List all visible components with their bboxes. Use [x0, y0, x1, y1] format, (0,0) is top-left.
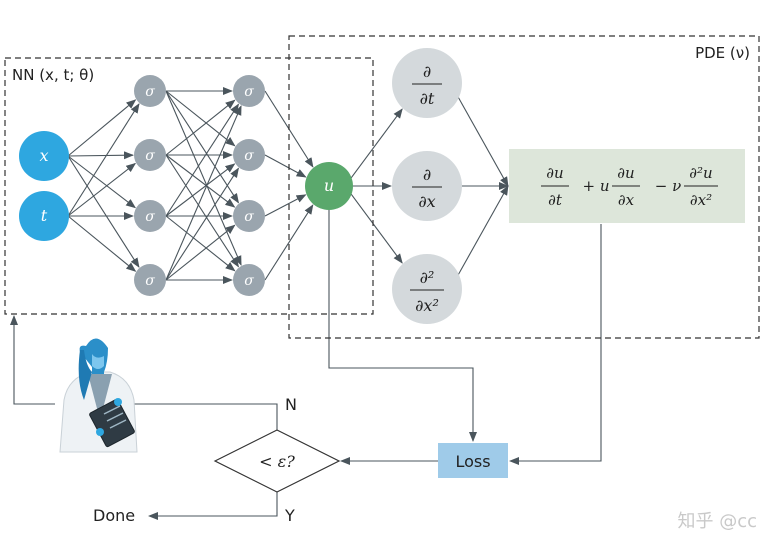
derivative-dxx-numerator: ∂² — [420, 268, 435, 287]
derivative-dt-numerator: ∂ — [423, 62, 431, 81]
nn-box-label: NN (x, t; θ) — [12, 66, 94, 84]
derivative-node-dx: ∂ ∂x — [392, 151, 462, 221]
pde-box — [288, 35, 760, 339]
eq-operator-plus-u: + u — [583, 177, 610, 195]
done-label: Done — [93, 506, 135, 525]
derivative-dxx-denominator: ∂x² — [415, 296, 439, 315]
decision-no-line — [121, 400, 278, 430]
input-node-x — [19, 131, 69, 181]
hidden-layer-1: σ σ σ σ — [134, 75, 166, 296]
eq-term1-numerator: ∂u — [546, 164, 563, 182]
hidden2-node — [233, 264, 265, 296]
decision-label: < ε? — [259, 452, 295, 471]
nn-box — [4, 57, 374, 315]
hidden1-node-label: σ — [145, 209, 155, 225]
hidden1-node — [134, 200, 166, 232]
watermark: 知乎 @cc — [677, 511, 757, 532]
output-to-derivative-connection — [348, 190, 403, 264]
hidden1-to-hidden2-connection — [165, 105, 242, 281]
output-node-u-label: u — [324, 176, 334, 195]
hidden1-node — [134, 75, 166, 107]
hidden2-node — [233, 75, 265, 107]
hidden2-node-label: σ — [244, 84, 254, 100]
hidden1-to-hidden2-connection — [165, 154, 236, 208]
derivative-node-dt: ∂ ∂t — [392, 48, 462, 118]
output-node-u — [305, 162, 353, 210]
decision-yes-line — [148, 492, 278, 520]
derivative-dt-denominator: ∂t — [420, 89, 435, 108]
hidden2-node-label: σ — [244, 148, 254, 164]
hidden-layer-2: σ σ σ σ — [233, 75, 265, 296]
eq-term3-numerator: ∂²u — [689, 164, 712, 182]
derivative-dx-denominator: ∂x — [418, 192, 435, 211]
hidden2-node — [233, 200, 265, 232]
hidden1-to-hidden2-connection — [165, 99, 236, 156]
hidden1-to-hidden2-connection — [165, 215, 236, 272]
hidden2-node-label: σ — [244, 209, 254, 225]
pde-equation: ∂u ∂t + u ∂u ∂x − ν ∂²u ∂x² — [541, 164, 718, 209]
scientist-icon — [59, 338, 138, 453]
eq-term2-numerator: ∂u — [617, 164, 634, 182]
hidden1-node — [134, 264, 166, 296]
output-to-derivative-connection — [348, 108, 403, 182]
output-to-loss-line — [328, 210, 477, 442]
derivative-to-equation-connection — [456, 94, 509, 187]
eq-operator-minus-nu: − ν — [655, 177, 681, 195]
hidden1-node — [134, 139, 166, 171]
hidden1-node-label: σ — [145, 273, 155, 289]
hidden1-to-hidden2-connection — [165, 103, 239, 217]
eq-term3-denominator: ∂x² — [690, 191, 712, 209]
hidden1-node-label: σ — [145, 84, 155, 100]
input-node-t-label: t — [41, 206, 48, 225]
derivative-to-equation-connection — [456, 185, 509, 278]
loss-label: Loss — [455, 452, 490, 471]
input-to-hidden1-connection — [67, 155, 140, 268]
hidden1-to-hidden2-connection — [165, 90, 236, 147]
loss-box — [438, 443, 508, 478]
hidden1-to-hidden2-connection — [165, 224, 236, 281]
scientist-to-network-line — [10, 315, 55, 405]
hidden2-node-label: σ — [244, 273, 254, 289]
hidden2-node — [233, 139, 265, 171]
input-to-hidden1-connection — [67, 103, 140, 217]
hidden1-to-hidden2-connection — [165, 90, 239, 204]
hidden1-to-hidden2-connection — [165, 90, 242, 266]
hidden1-to-hidden2-connection — [165, 167, 239, 281]
hidden2-to-output-connection — [264, 154, 307, 178]
input-node-t — [19, 191, 69, 241]
decision-diamond — [213, 429, 341, 493]
branch-no-label: N — [285, 395, 297, 414]
derivative-dx-numerator: ∂ — [423, 165, 431, 184]
hidden1-to-hidden2-connection — [165, 163, 236, 217]
input-node-x-label: x — [39, 146, 48, 165]
input-to-hidden1-connection — [67, 151, 135, 160]
hidden1-to-hidden2-connection — [165, 154, 239, 268]
input-to-hidden1-connection — [67, 215, 137, 272]
pde-box-label: PDE (ν) — [695, 44, 750, 62]
derivative-node-dxx: ∂² ∂x² — [392, 254, 462, 324]
eq-term2-denominator: ∂x — [618, 191, 635, 209]
hidden1-node-label: σ — [145, 148, 155, 164]
input-to-hidden1-connection — [67, 155, 136, 209]
branch-yes-label: Y — [284, 506, 295, 525]
eq-term1-denominator: ∂t — [548, 191, 563, 209]
equation-to-loss-line — [509, 224, 602, 465]
hidden2-to-output-connection — [264, 204, 314, 281]
input-to-hidden1-connection — [67, 162, 137, 217]
hidden2-to-output-connection — [264, 194, 307, 217]
input-to-hidden1-connection — [67, 99, 137, 157]
